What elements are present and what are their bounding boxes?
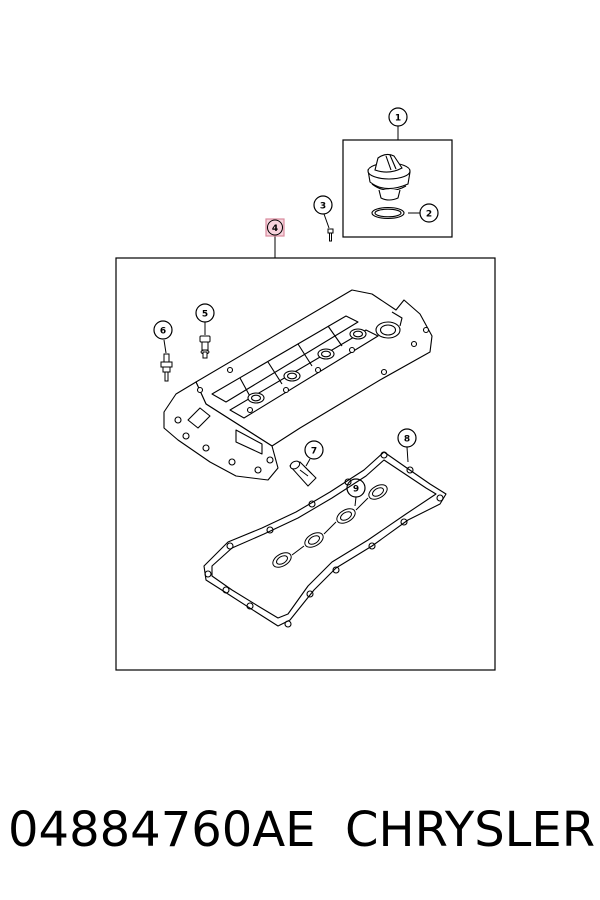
leader-line-7 bbox=[305, 458, 311, 467]
callout-6: 6 bbox=[153, 320, 173, 340]
brand-name: CHRYSLER bbox=[345, 802, 596, 858]
svg-text:1: 1 bbox=[395, 114, 401, 124]
valve-cover-gasket bbox=[203, 451, 447, 628]
svg-text:3: 3 bbox=[320, 202, 326, 212]
leader-line-8 bbox=[406, 446, 409, 463]
svg-text:9: 9 bbox=[353, 485, 359, 495]
fitting-5 bbox=[199, 335, 211, 359]
svg-text:8: 8 bbox=[404, 435, 410, 445]
leader-line-6 bbox=[163, 339, 167, 354]
callout-4-highlighted[interactable]: 4 bbox=[265, 218, 285, 237]
svg-text:6: 6 bbox=[160, 327, 166, 337]
stud-bolt-6 bbox=[160, 353, 173, 382]
callout-9: 9 bbox=[346, 478, 366, 498]
svg-text:2: 2 bbox=[426, 210, 432, 220]
spark-plug-tube-seals bbox=[272, 484, 388, 568]
callout-7: 7 bbox=[304, 440, 324, 460]
assembly-box bbox=[115, 257, 496, 671]
leader-line-9 bbox=[354, 496, 357, 507]
part-number: 04884760AE bbox=[8, 802, 316, 858]
svg-text:4: 4 bbox=[272, 224, 278, 234]
svg-text:7: 7 bbox=[311, 447, 317, 457]
callout-1: 1 bbox=[388, 107, 408, 127]
cap-detail-box bbox=[342, 139, 453, 238]
o-ring-seal bbox=[371, 206, 405, 220]
oil-filler-cap bbox=[367, 153, 411, 201]
sensor-7 bbox=[289, 460, 317, 487]
leader-line-3 bbox=[323, 213, 330, 229]
callout-8: 8 bbox=[397, 428, 417, 448]
callout-2: 2 bbox=[419, 203, 439, 223]
bolt-3 bbox=[327, 228, 334, 242]
callout-5: 5 bbox=[195, 303, 215, 323]
parts-diagram: 1 2 3 4 5 6 7 8 9 bbox=[115, 107, 496, 671]
svg-text:5: 5 bbox=[202, 310, 208, 320]
callout-3: 3 bbox=[313, 195, 333, 215]
valve-cover bbox=[163, 289, 433, 481]
